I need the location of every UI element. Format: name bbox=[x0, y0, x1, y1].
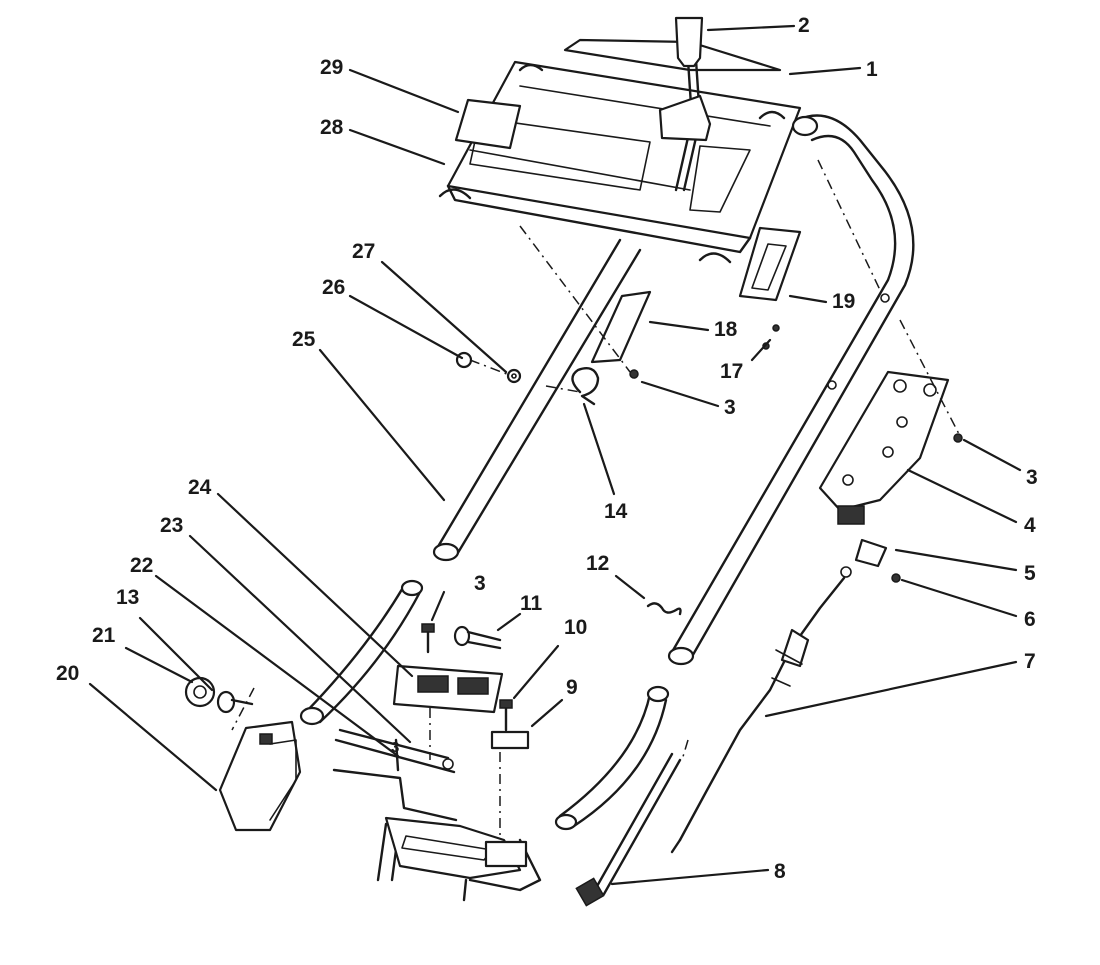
part-8-rod bbox=[575, 752, 682, 907]
callout-23: 23 bbox=[160, 514, 183, 537]
part-3-screw-center bbox=[421, 623, 435, 654]
callout-26: 26 bbox=[322, 276, 345, 299]
part-26-nut bbox=[455, 351, 473, 369]
callout-20: 20 bbox=[56, 662, 79, 685]
callout-3-top: 3 bbox=[724, 396, 736, 419]
part-lower-tube-right bbox=[554, 685, 670, 831]
callout-5: 5 bbox=[1024, 562, 1036, 585]
callout-11: 11 bbox=[520, 592, 543, 615]
part-lower-frame bbox=[332, 768, 542, 902]
part-12-clip bbox=[646, 602, 682, 616]
part-20-housing bbox=[218, 720, 302, 832]
callout-27: 27 bbox=[352, 240, 375, 263]
part-24-clamp bbox=[392, 664, 504, 714]
part-2-shift-lever bbox=[658, 16, 712, 192]
part-9-block bbox=[490, 730, 530, 750]
part-27-washer bbox=[506, 368, 522, 384]
part-18-bracket bbox=[590, 290, 652, 364]
callout-1: 1 bbox=[866, 58, 878, 81]
leader-lines bbox=[88, 24, 1022, 886]
part-13-screw bbox=[216, 690, 254, 714]
callout-25: 25 bbox=[292, 328, 316, 351]
part-handle-right-bend bbox=[667, 114, 915, 666]
callout-12: 12 bbox=[586, 552, 609, 575]
part-10-pin bbox=[499, 699, 513, 732]
callout-3-right: 3 bbox=[1026, 466, 1038, 489]
part-14-clip bbox=[571, 367, 600, 406]
part-28-control-panel bbox=[438, 60, 802, 264]
callout-17: 17 bbox=[720, 360, 743, 383]
part-6-nut bbox=[891, 573, 901, 583]
part-3-screw-right bbox=[953, 433, 963, 443]
callout-13: 13 bbox=[116, 586, 139, 609]
part-4-bracket bbox=[818, 370, 950, 525]
assembly-centerlines bbox=[231, 159, 961, 836]
callout-3-lower: 3 bbox=[391, 739, 399, 756]
callout-2: 2 bbox=[798, 14, 810, 37]
callout-9: 9 bbox=[566, 676, 578, 699]
part-19-bracket bbox=[738, 226, 802, 302]
callout-28: 28 bbox=[320, 116, 344, 139]
part-25-upper-handle-left bbox=[432, 238, 642, 562]
callout-6: 6 bbox=[1024, 608, 1036, 631]
callout-19: 19 bbox=[832, 290, 855, 313]
callout-29: 29 bbox=[320, 56, 343, 79]
callout-7: 7 bbox=[1024, 650, 1036, 673]
part-5-clip bbox=[854, 538, 888, 568]
part-1-decal bbox=[563, 38, 782, 72]
callout-3-center: 3 bbox=[474, 572, 486, 595]
callout-labels: 2 1 29 28 27 26 25 19 18 17 3 14 3 4 5 6… bbox=[56, 14, 1038, 883]
callout-10: 10 bbox=[564, 616, 587, 639]
part-7-cable bbox=[670, 566, 852, 854]
part-11-bolt bbox=[453, 625, 502, 650]
callout-8: 8 bbox=[774, 860, 786, 883]
callout-22: 22 bbox=[130, 554, 153, 577]
callout-21: 21 bbox=[92, 624, 116, 647]
part-29-decal bbox=[454, 98, 522, 150]
part-3-screw-top bbox=[629, 369, 639, 379]
callout-4: 4 bbox=[1024, 514, 1036, 537]
callout-24: 24 bbox=[188, 476, 212, 499]
callout-14: 14 bbox=[604, 500, 628, 523]
callout-18: 18 bbox=[714, 318, 738, 341]
